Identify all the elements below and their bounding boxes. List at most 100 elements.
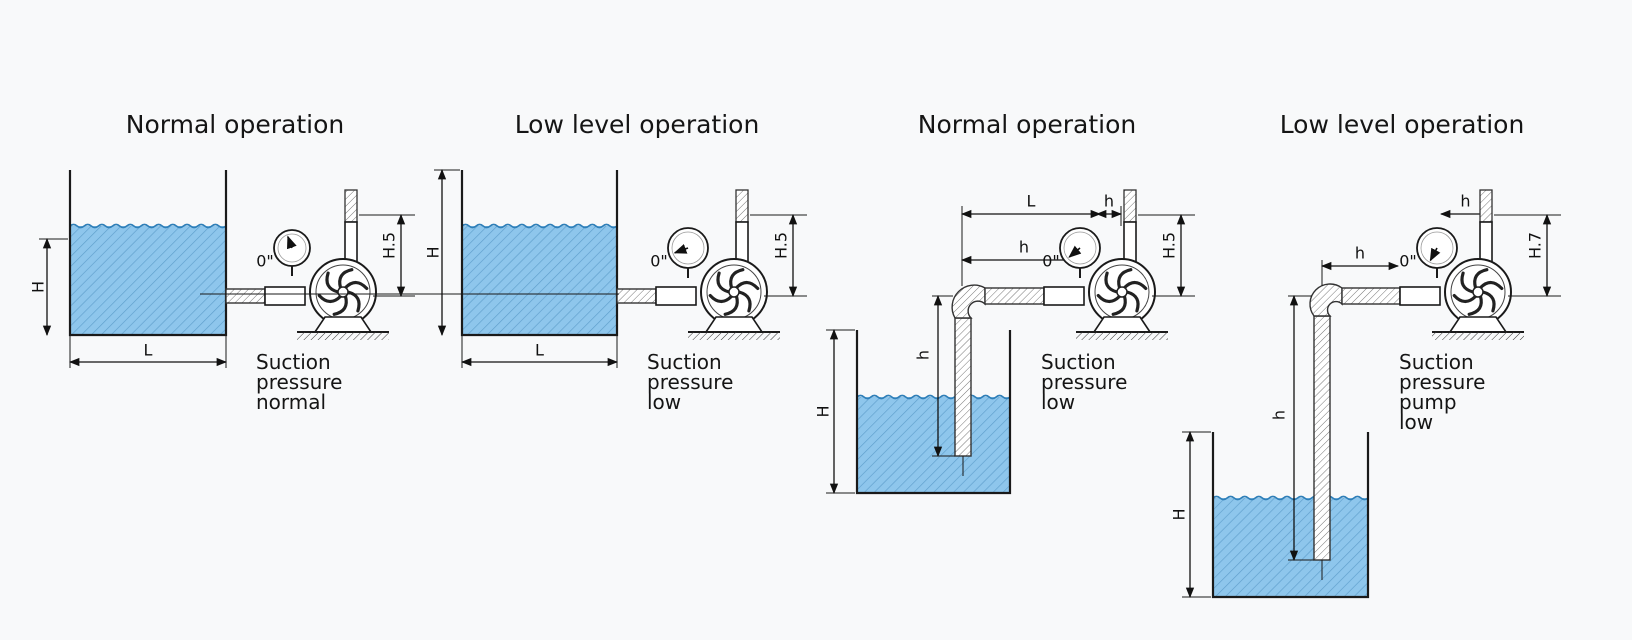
impeller-icon (708, 293, 734, 304)
impeller-icon (716, 271, 731, 294)
caption-line: low (1399, 410, 1434, 434)
panel-3-title: Normal operation (917, 110, 1137, 139)
caption-line: Suction (1399, 350, 1474, 374)
discharge-pipe (735, 189, 749, 223)
height-label: H (424, 246, 443, 258)
panel-3-caption: Suction pressure low (1041, 352, 1127, 412)
pump-height-label: H.5 (772, 232, 791, 259)
impeller-icon (317, 293, 343, 304)
impeller-hub (1116, 286, 1128, 298)
pipe-elbow (1309, 283, 1343, 317)
suction-pipe (984, 287, 1045, 305)
gauge-dial-ring (1420, 231, 1454, 265)
pump-height-label: H.5 (1160, 232, 1179, 259)
gauge-zero-label: 0" (1399, 252, 1417, 271)
water-surface (69, 223, 227, 229)
water-body (70, 226, 226, 335)
impeller-icon (1467, 294, 1483, 316)
caption-line: pump (1399, 390, 1457, 414)
pump-base (313, 316, 373, 333)
pump-outlet-flange (1479, 221, 1493, 263)
impeller-icon (1117, 268, 1133, 290)
ground-hatch (688, 332, 780, 340)
impeller-icon (734, 280, 760, 291)
impeller-icon (723, 294, 739, 316)
tank-wall (68, 170, 228, 337)
centrifugal-pump-icon (1399, 221, 1524, 340)
impeller-icon (737, 290, 752, 313)
panel-1-caption: Suction pressure normal (256, 352, 342, 412)
impeller-icon (1473, 268, 1489, 290)
pump-height-label: H.5 (380, 232, 399, 259)
gauge-zero-label: 0" (1042, 252, 1060, 271)
water-body (462, 226, 617, 335)
pump-base (1448, 316, 1508, 333)
impeller-icon (1125, 290, 1140, 313)
pump-base (704, 316, 764, 333)
discharge-pipe (1479, 189, 1493, 223)
tank-wall (460, 170, 619, 337)
pump-outlet-flange (344, 221, 358, 263)
discharge-pipe (1123, 189, 1137, 223)
impeller-icon (1111, 294, 1127, 316)
gauge-zero-label: 0" (256, 252, 274, 271)
suction-pipe (954, 317, 972, 457)
impeller-icon (343, 280, 369, 291)
gauge-needle (1068, 245, 1082, 258)
pump-inlet-flange (264, 286, 306, 306)
gauge-needle (673, 244, 689, 254)
panel-2-title: Low level operation (514, 110, 760, 139)
gauge-dial-ring (671, 231, 705, 265)
suction-pipe (225, 288, 266, 304)
panel-4-caption: Suction pressure pump low (1399, 352, 1485, 432)
impeller-icon (1122, 280, 1148, 291)
impeller-icon (325, 271, 340, 294)
caption-line: Suction (647, 350, 722, 374)
ground-hatch (1432, 332, 1524, 340)
water-body (1213, 498, 1368, 597)
centrifugal-pump-icon (264, 221, 389, 340)
caption-line: low (647, 390, 682, 414)
caption-line: normal (256, 390, 327, 414)
caption-line: pressure (1041, 370, 1128, 394)
gauge-needle (1429, 247, 1441, 262)
panel-1-title: Normal operation (125, 110, 345, 139)
caption-line: Suction (1041, 350, 1116, 374)
impeller-icon (1096, 293, 1122, 304)
ground-hatch (1076, 332, 1168, 340)
pump-height-label: H.7 (1526, 232, 1545, 259)
pump-inlet-flange (1399, 286, 1441, 306)
gauge-zero-label: 0" (650, 252, 668, 271)
ground-hatch (297, 332, 389, 340)
pump-inlet-flange (1043, 286, 1085, 306)
impeller-icon (1452, 293, 1478, 304)
pump-inlet-flange (655, 286, 697, 306)
lift-h-label: h (1270, 410, 1289, 420)
gauge-needle (287, 235, 297, 250)
discharge-pipe (344, 189, 358, 223)
impeller-icon (1460, 271, 1475, 294)
impeller-icon (332, 294, 348, 316)
pipe-elbow (951, 284, 986, 319)
water-surface (856, 394, 1011, 400)
suction-pipe (1313, 315, 1331, 561)
suction-pipe (1341, 287, 1401, 305)
impeller-hub (728, 286, 740, 298)
panel-4-title: Low level operation (1279, 110, 1525, 139)
tank-wall (1211, 432, 1370, 599)
gauge-dial-ring (1063, 231, 1097, 265)
centrifugal-pump-icon (655, 221, 780, 340)
lift-h-label: h (914, 350, 933, 360)
h-label: h (1355, 244, 1365, 263)
h-label: h (1019, 238, 1029, 257)
pump-outlet-flange (1123, 221, 1137, 263)
centrifugal-pump-icon (1043, 221, 1168, 340)
length-label: L (1027, 192, 1036, 211)
impeller-icon (338, 268, 354, 290)
gauge-dial-ring (277, 233, 307, 263)
height-label: H (814, 405, 833, 417)
impeller-hub (337, 286, 349, 298)
caption-line: pressure (256, 370, 343, 394)
water-body (857, 397, 1010, 493)
